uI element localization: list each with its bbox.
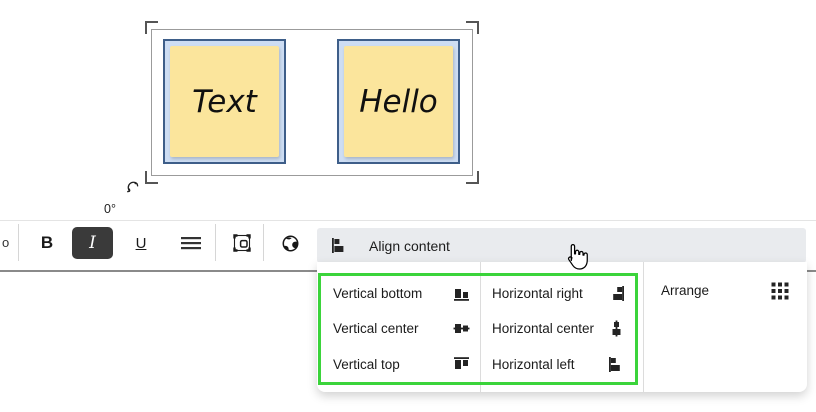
align-content-dropdown: Vertical bottom Horizontal right xyxy=(317,262,807,392)
rotate-cursor-icon xyxy=(126,180,141,195)
panel-separator xyxy=(643,262,644,392)
align-content-button[interactable]: Align content xyxy=(317,228,806,263)
arrange-section: Arrange xyxy=(644,273,806,308)
justify-button[interactable] xyxy=(172,226,210,260)
toolbar-separator xyxy=(18,224,19,261)
shape-hello[interactable]: Hello xyxy=(337,39,460,164)
menu-item-label: Vertical top xyxy=(333,356,400,372)
align-content-label: Align content xyxy=(369,237,450,254)
shape-label: Hello xyxy=(359,83,438,120)
align-vertical-bottom-icon xyxy=(453,285,470,302)
menu-item-vertical-center[interactable]: Vertical center xyxy=(321,311,480,346)
panel-separator xyxy=(480,262,481,392)
sticky-note: Text xyxy=(170,46,279,157)
highlight-green-box: Vertical bottom Horizontal right xyxy=(318,273,638,385)
selection-handle-top-left[interactable] xyxy=(145,21,158,34)
selection-rectangle[interactable] xyxy=(151,29,473,176)
menu-item-label: Horizontal center xyxy=(492,321,595,337)
toolbar-separator xyxy=(215,224,216,261)
menu-item-vertical-bottom[interactable]: Vertical bottom xyxy=(321,276,480,311)
menu-item-label: Arrange xyxy=(661,283,710,298)
format-toolbar: o B I U xyxy=(0,220,816,264)
underline-button[interactable]: U xyxy=(124,226,158,260)
justify-icon xyxy=(180,235,202,251)
hand-pointer-cursor xyxy=(562,241,589,274)
menu-item-arrange[interactable]: Arrange xyxy=(644,273,806,308)
sticky-note: Hello xyxy=(344,46,453,157)
align-vertical-top-icon xyxy=(453,356,470,373)
toolbar-separator xyxy=(263,224,264,261)
align-horizontal-center-icon xyxy=(608,320,625,337)
italic-button-active[interactable]: I xyxy=(72,227,113,259)
menu-item-label: Horizontal left xyxy=(492,356,575,372)
shape-text[interactable]: Text xyxy=(163,39,286,164)
menu-item-horizontal-center[interactable]: Horizontal center xyxy=(480,311,635,346)
menu-item-label: Vertical bottom xyxy=(333,286,423,302)
transform-frame-button[interactable] xyxy=(227,226,257,260)
clipped-control-text: o xyxy=(2,235,10,250)
bold-button[interactable]: B xyxy=(30,226,64,260)
menu-item-label: Vertical center xyxy=(333,321,419,337)
selection-handle-bottom-left[interactable] xyxy=(145,171,158,184)
arrange-grid-icon xyxy=(771,282,789,300)
shape-label: Text xyxy=(192,83,257,120)
menu-item-vertical-top[interactable]: Vertical top xyxy=(321,347,480,382)
menu-item-horizontal-right[interactable]: Horizontal right xyxy=(480,276,635,311)
transform-frame-icon xyxy=(232,233,252,253)
menu-item-horizontal-left[interactable]: Horizontal left xyxy=(480,347,635,382)
align-horizontal-right-icon xyxy=(608,285,625,302)
globe-icon xyxy=(281,234,300,253)
align-horizontal-left-icon xyxy=(608,356,625,373)
selection-handle-bottom-right[interactable] xyxy=(466,171,479,184)
selection-handle-top-right[interactable] xyxy=(466,21,479,34)
align-vertical-center-icon xyxy=(453,320,470,337)
rotation-angle-readout: 0° xyxy=(104,202,116,216)
globe-button[interactable] xyxy=(274,226,306,260)
menu-item-label: Horizontal right xyxy=(492,286,583,302)
align-horizontal-left-icon xyxy=(331,237,348,254)
